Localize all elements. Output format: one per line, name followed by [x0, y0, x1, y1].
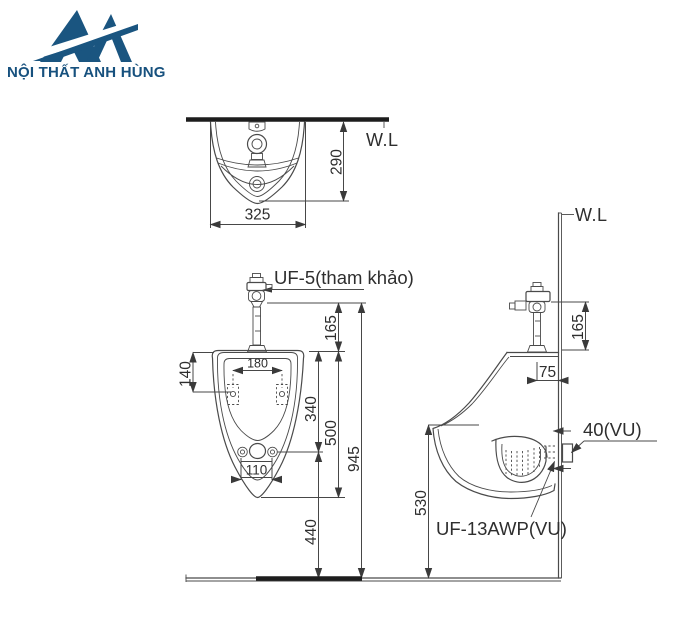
- side-dim-valve-offset-75: 75: [539, 364, 556, 381]
- mounting-holes: [227, 384, 288, 405]
- drain-trap: [491, 435, 557, 483]
- front-view: UF-5(tham khảo): [178, 267, 414, 579]
- side-dim-valve-height-165: 165: [570, 314, 587, 340]
- brand-name: NỘI THẤT ANH HÙNG: [7, 63, 166, 81]
- top-view-waterline-label: W.L: [366, 130, 399, 150]
- dim-width-325: 325: [245, 207, 271, 224]
- floor-line: [185, 574, 562, 582]
- side-dim-rim-to-floor-530: 530: [413, 490, 430, 516]
- urinal-front-outline: [211, 349, 305, 499]
- urinal-plan-outline: [209, 121, 306, 205]
- brand-logo-icon: [30, 10, 138, 62]
- outlet-label: 40(VU): [583, 419, 642, 440]
- dim-depth-290: 290: [329, 149, 346, 175]
- dim-rim-to-bolts-340: 340: [303, 396, 320, 422]
- top-view: W.L 290 325: [186, 117, 399, 229]
- dim-rim-to-outlet-500: 500: [323, 420, 340, 446]
- spud-plan: [246, 121, 268, 192]
- dim-total-height-945: 945: [346, 446, 363, 472]
- dim-bolt-spacing-110: 110: [246, 463, 268, 478]
- dim-valve-height-165: 165: [323, 315, 340, 341]
- side-view-waterline-label: W.L: [575, 205, 608, 225]
- bolt-holes: [237, 442, 278, 460]
- side-view: W.L 165 75: [413, 205, 657, 579]
- brand-logo: NỘI THẤT ANH HÙNG: [7, 10, 166, 81]
- wall-outlet: [552, 427, 574, 473]
- dim-rim-to-holes-140: 140: [178, 361, 195, 387]
- flush-valve-side: [509, 282, 551, 353]
- trap-label: UF-13AWP(VU): [436, 518, 567, 539]
- urinal-side-outline: [432, 351, 560, 500]
- flush-valve-front: [246, 273, 273, 353]
- dim-hole-spacing-180: 180: [247, 357, 268, 371]
- dim-bolts-to-floor-440: 440: [303, 519, 320, 545]
- front-valve-label: UF-5(tham khảo): [274, 267, 414, 288]
